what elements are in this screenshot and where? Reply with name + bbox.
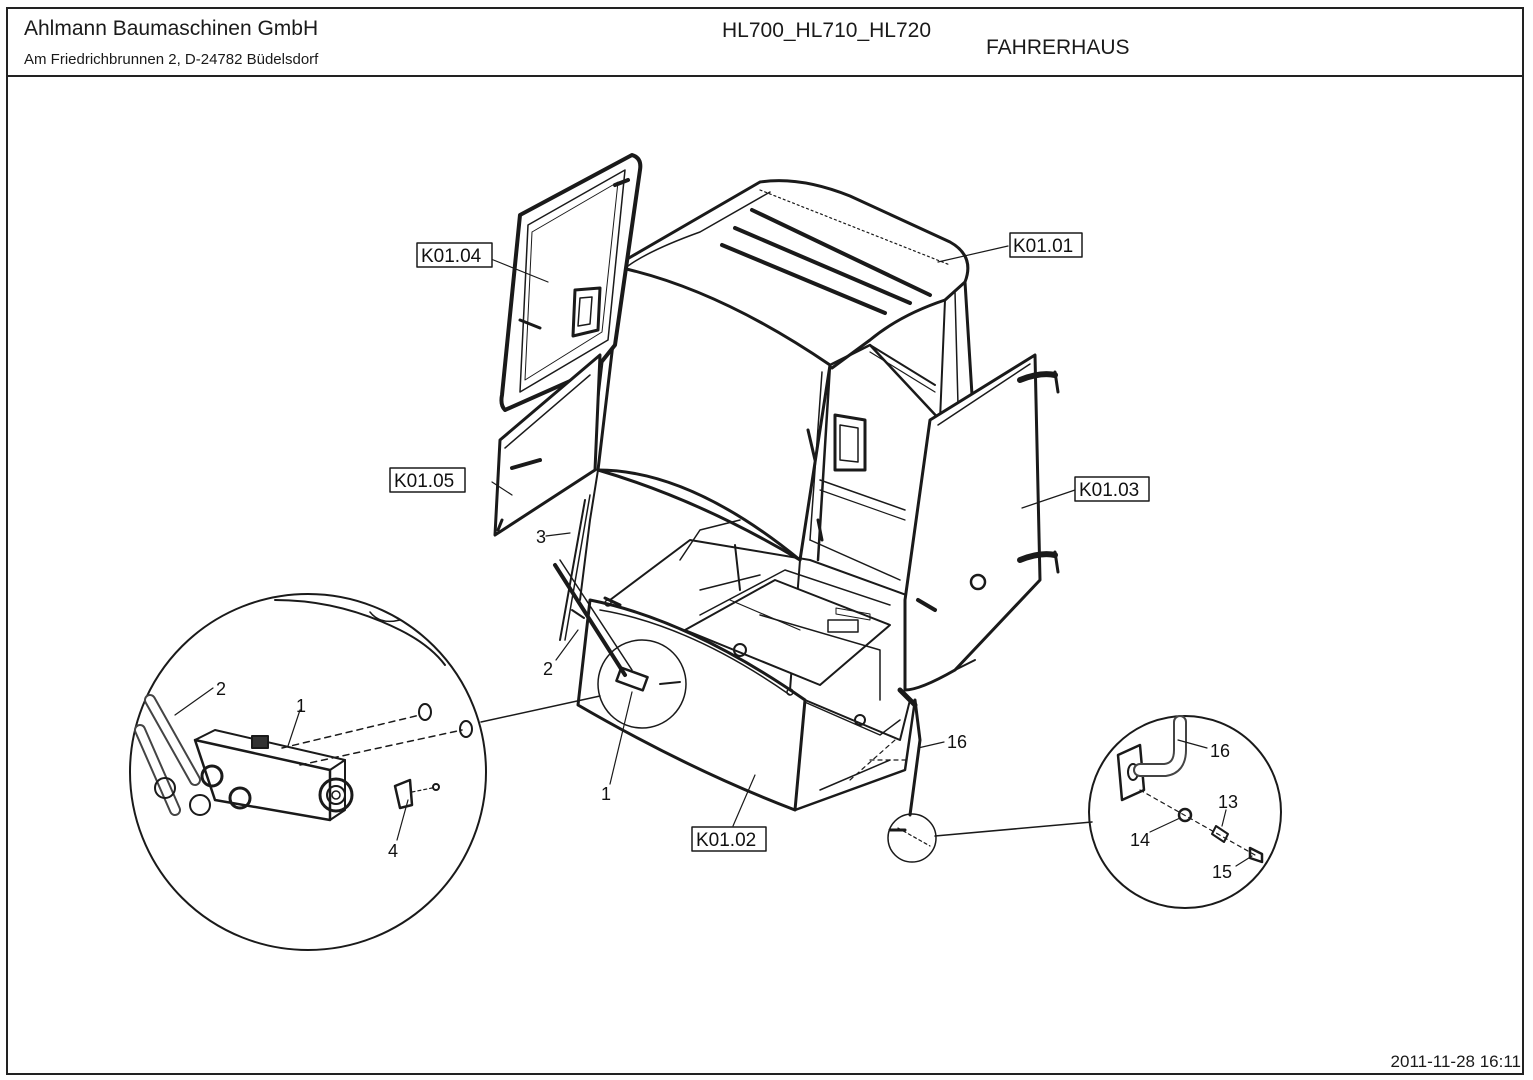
detail-view-handle <box>1088 715 1282 909</box>
part-number-2: 2 <box>543 659 553 679</box>
part-number-3: 3 <box>536 527 546 547</box>
detail-part-number-1: 1 <box>296 696 306 716</box>
title-block <box>6 7 1524 77</box>
detail-marker-handle <box>887 813 937 863</box>
cab-base <box>609 519 921 736</box>
ref-label-k0104: K01.04 <box>421 246 482 267</box>
ref-label-k0102: K01.02 <box>696 830 756 851</box>
detail-part-number-2: 2 <box>216 679 226 699</box>
detail-part-number-4: 4 <box>388 841 398 861</box>
model-list: HL700_HL710_HL720 <box>722 19 932 42</box>
detail-part-number-13: 13 <box>1218 792 1238 812</box>
detail-view-wiper-motor <box>129 593 487 951</box>
detail-part-number-16: 16 <box>1210 741 1230 761</box>
detail-part-number-14: 14 <box>1130 830 1150 850</box>
ref-label-k0105: K01.05 <box>394 471 454 492</box>
left-door-lower <box>493 353 602 537</box>
ref-box-k0104 <box>416 242 493 268</box>
part-number-1: 1 <box>601 784 611 804</box>
wiper-assembly <box>553 494 681 692</box>
handle-assembly <box>869 698 1093 863</box>
left-door-upper <box>499 153 643 412</box>
detail-marker-motor <box>597 639 687 729</box>
detail-part-number-15: 15 <box>1212 862 1232 882</box>
ref-box-k0102 <box>691 826 767 852</box>
section-title: FAHRERHAUS <box>986 36 1130 59</box>
company-name: Ahlmann Baumaschinen GmbH <box>24 17 319 40</box>
cab-roof <box>620 179 974 421</box>
ref-box-k0103 <box>1074 476 1150 502</box>
front-window-frame <box>579 266 832 601</box>
front-lower-panel <box>576 596 917 812</box>
ref-box-k0105 <box>389 467 466 493</box>
ref-label-k0103: K01.03 <box>1079 480 1139 501</box>
timestamp: 2011-11-28 16:11 <box>1390 1052 1521 1071</box>
company-address: Am Friedrichbrunnen 2, D-24782 Büdelsdor… <box>24 51 319 68</box>
part-number-16: 16 <box>947 732 967 752</box>
ref-box-k0101 <box>1009 232 1083 258</box>
detail-leader-motor <box>480 695 601 723</box>
ref-label-k0101: K01.01 <box>1013 236 1073 257</box>
drawing-frame <box>6 7 1524 1075</box>
right-door <box>897 353 1060 708</box>
